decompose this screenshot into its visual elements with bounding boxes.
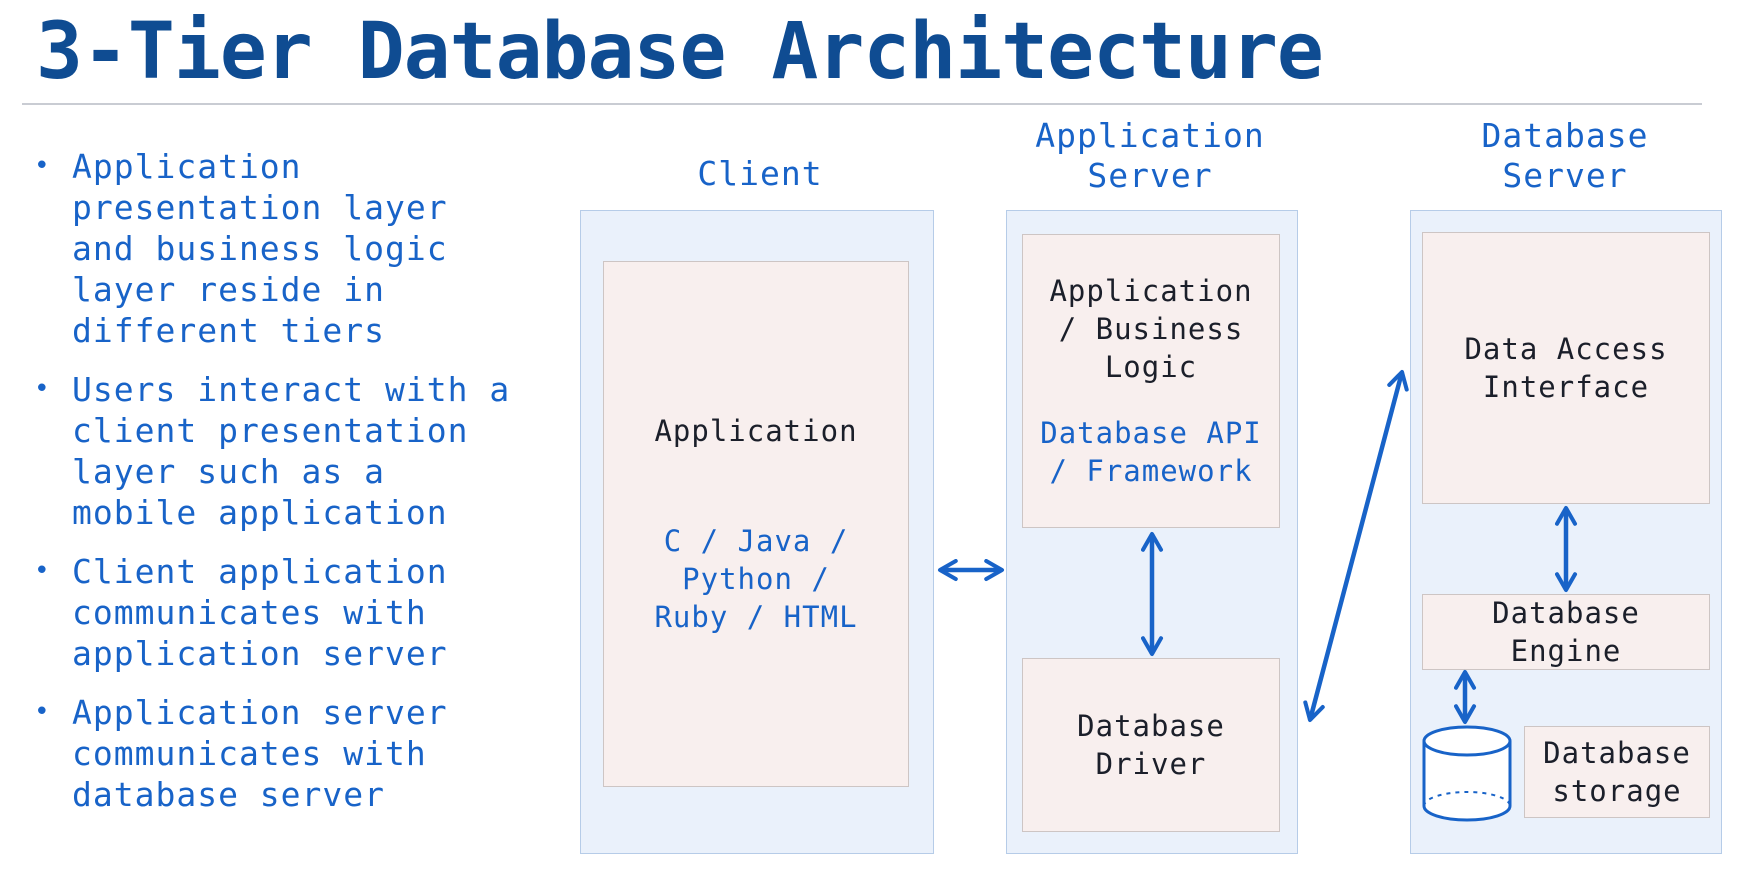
application-server-tier-label: Application Server (1005, 116, 1295, 196)
application-server-label-2: Server (1087, 156, 1213, 195)
bullet-item: Client application communicates with app… (30, 551, 530, 674)
client-application-box: Application C / Java / Python / Ruby / H… (603, 261, 909, 787)
database-server-label-2: Server (1502, 156, 1628, 195)
database-driver-line-2: Driver (1095, 747, 1207, 781)
client-app-languages-2: Python / (682, 562, 830, 596)
business-logic-title-2: / Business (1058, 312, 1244, 346)
client-tier-label: Client (580, 154, 940, 194)
business-logic-title-3: Logic (1104, 350, 1198, 384)
data-access-interface-box: Data Access Interface (1422, 232, 1710, 504)
client-app-title: Application (654, 414, 858, 448)
database-server-label-1: Database (1481, 116, 1649, 155)
database-storage-box: Database storage (1524, 726, 1710, 818)
data-access-line-1: Data Access (1464, 332, 1668, 366)
page-title: 3-Tier Database Architecture (36, 7, 1324, 97)
application-server-label-1: Application (1035, 116, 1265, 155)
title-divider (22, 103, 1702, 105)
bullet-item: Application server communicates with dat… (30, 692, 530, 815)
client-app-languages-3: Ruby / HTML (654, 600, 858, 634)
database-driver-box: Database Driver (1022, 658, 1280, 832)
database-engine-line-2: Engine (1510, 634, 1622, 668)
database-storage-line-2: storage (1552, 774, 1682, 808)
client-app-languages-1: C / Java / (663, 524, 849, 558)
database-storage-line-1: Database (1543, 736, 1691, 770)
data-access-line-2: Interface (1482, 370, 1650, 404)
bullet-item: Users interact with a client presentatio… (30, 369, 530, 533)
database-api-line-1: Database API (1040, 416, 1262, 450)
bullet-list: Application presentation layer and busin… (30, 146, 530, 833)
database-api-line-2: / Framework (1049, 454, 1253, 488)
driver-data-access-arrow (1303, 369, 1409, 723)
database-engine-line-1: Database (1492, 596, 1640, 630)
client-label-text: Client (697, 154, 823, 193)
database-engine-box: Database Engine (1422, 594, 1710, 670)
database-driver-line-1: Database (1077, 709, 1225, 743)
business-logic-box: Application / Business Logic Database AP… (1022, 234, 1280, 528)
database-server-tier-label: Database Server (1410, 116, 1720, 196)
business-logic-title-1: Application (1049, 274, 1253, 308)
bullet-item: Application presentation layer and busin… (30, 146, 530, 351)
